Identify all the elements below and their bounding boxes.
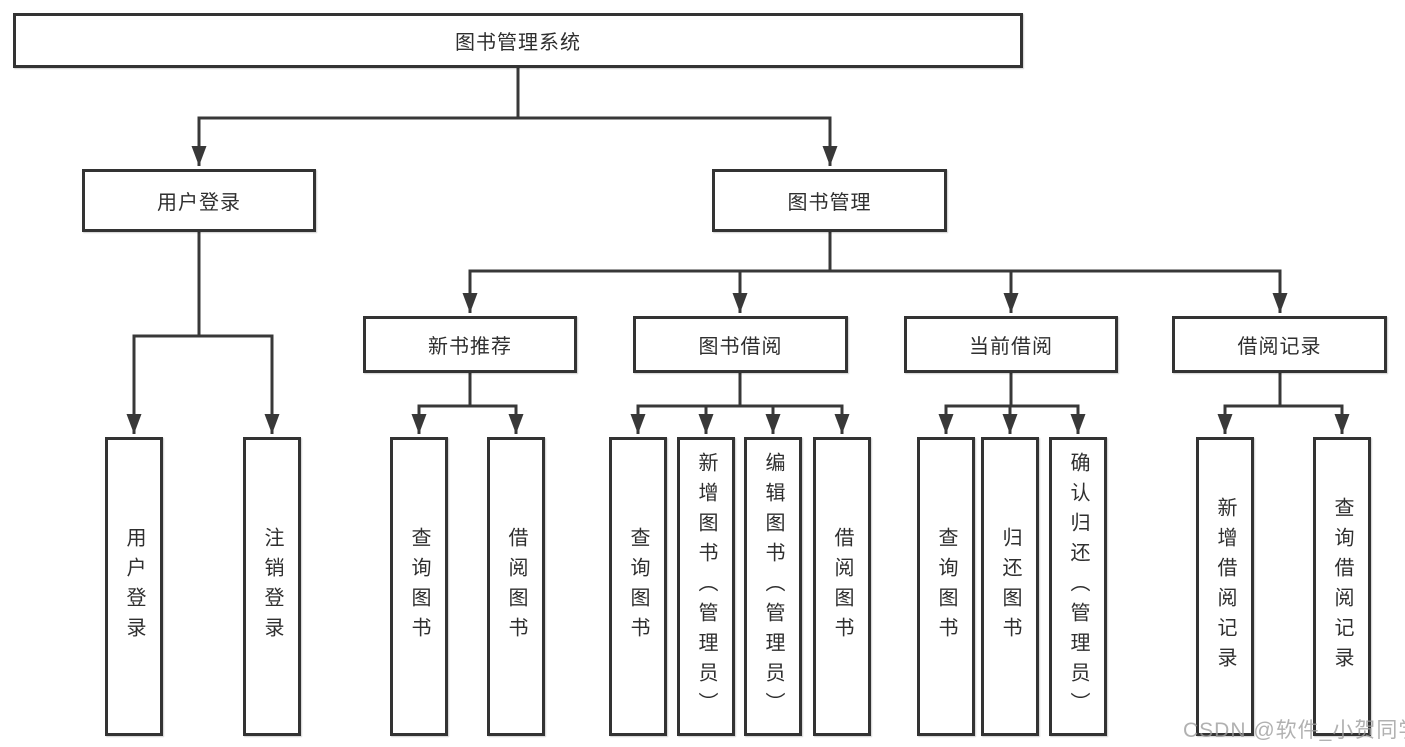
- node-library-management-system: 图书管理系统: [13, 13, 1023, 68]
- node-label: 注销登录: [261, 526, 283, 647]
- node-label: 编辑图书（管理员）: [762, 451, 784, 722]
- node-label: 当前借阅: [969, 336, 1053, 358]
- node-label: 查询图书: [935, 526, 957, 647]
- node-label: 借阅记录: [1237, 336, 1322, 358]
- leaf-confirm-return-admin: 确认归还（管理员）: [1049, 437, 1107, 736]
- node-new-book-recommendation: 新书推荐: [363, 316, 577, 373]
- node-label: 确认归还（管理员）: [1067, 451, 1089, 722]
- leaf-logout: 注销登录: [243, 437, 301, 736]
- leaf-query-books-3: 查询图书: [917, 437, 975, 736]
- node-label: 图书管理: [787, 192, 872, 214]
- node-label: 查询借阅记录: [1331, 496, 1353, 677]
- node-label: 用户登录: [157, 192, 241, 214]
- leaf-user-login: 用户登录: [105, 437, 163, 736]
- node-label: 查询图书: [627, 526, 649, 647]
- node-book-borrowing: 图书借阅: [633, 316, 848, 373]
- node-book-management-branch: 图书管理: [712, 169, 947, 232]
- node-user-login-branch: 用户登录: [82, 169, 316, 232]
- node-label: 查询图书: [408, 526, 430, 647]
- node-label: 归还图书: [999, 526, 1021, 647]
- node-current-borrowing: 当前借阅: [904, 316, 1118, 373]
- node-borrowing-records: 借阅记录: [1172, 316, 1387, 373]
- node-label: 图书借阅: [698, 336, 783, 358]
- leaf-query-books-1: 查询图书: [390, 437, 448, 736]
- leaf-add-borrow-record: 新增借阅记录: [1196, 437, 1254, 736]
- leaf-query-borrow-record: 查询借阅记录: [1313, 437, 1371, 736]
- node-label: 新增图书（管理员）: [695, 451, 717, 722]
- node-label: 图书管理系统: [455, 32, 581, 54]
- node-label: 借阅图书: [831, 526, 853, 647]
- leaf-borrow-books-2: 借阅图书: [813, 437, 871, 736]
- leaf-add-books-admin: 新增图书（管理员）: [677, 437, 735, 736]
- leaf-edit-books-admin: 编辑图书（管理员）: [744, 437, 802, 736]
- leaf-borrow-books-1: 借阅图书: [487, 437, 545, 736]
- leaf-query-books-2: 查询图书: [609, 437, 667, 736]
- node-label: 新书推荐: [428, 336, 512, 358]
- leaf-return-books: 归还图书: [981, 437, 1039, 736]
- node-label: 新增借阅记录: [1214, 496, 1236, 677]
- node-label: 借阅图书: [505, 526, 527, 647]
- watermark: CSDN @软件_小贺同学: [1183, 719, 1405, 742]
- node-label: 用户登录: [123, 526, 145, 647]
